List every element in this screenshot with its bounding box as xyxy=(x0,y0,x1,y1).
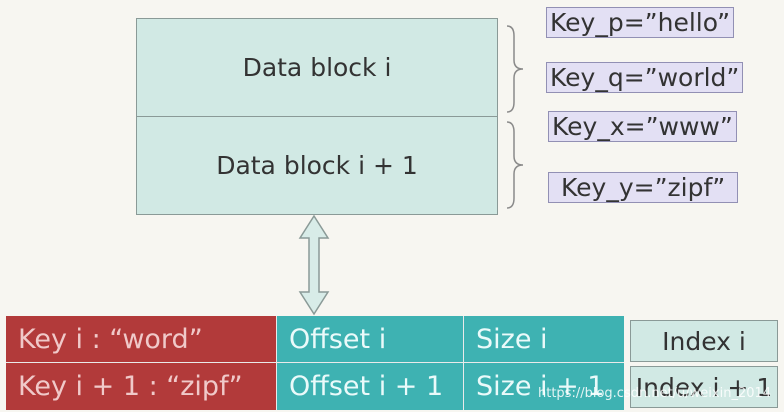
watermark: https://blog.csdn.net/u/weixin_2014 xyxy=(538,386,771,401)
data-block-i-plus-1-label: Data block i + 1 xyxy=(216,151,418,180)
key-q-label: Key_q=”world” xyxy=(546,62,744,93)
data-block-i-plus-1: Data block i + 1 xyxy=(136,116,498,215)
watermark-text: https://blog.csdn.net/u/weixin_2014 xyxy=(538,386,772,401)
index-key-cell-1: Key i + 1 : “zipf” xyxy=(6,363,277,410)
index-offset-text-1: Offset i + 1 xyxy=(289,371,444,402)
key-p-label: Key_p=”hello” xyxy=(546,7,735,38)
index-offset-text-0: Offset i xyxy=(289,323,387,355)
index-offset-cell-1: Offset i + 1 xyxy=(277,363,464,410)
index-block-i-plus-1: Index i + 1 xyxy=(630,366,778,408)
index-size-text-0: Size i xyxy=(476,323,548,355)
key-y-label: Key_y=”zipf” xyxy=(548,172,739,203)
key-x-text: Key_x=”www” xyxy=(552,112,733,141)
index-size-cell-1: Size i + 1 xyxy=(464,363,624,410)
index-offset-cell-0: Offset i xyxy=(277,316,464,363)
brace-upper xyxy=(506,25,524,113)
brace-lower xyxy=(506,121,524,209)
index-key-text-1: Key i + 1 : “zipf” xyxy=(18,371,243,402)
index-size-text-1: Size i + 1 xyxy=(476,371,605,402)
key-q-text: Key_q=”world” xyxy=(550,63,740,92)
index-block-i-plus-1-text: Index i + 1 xyxy=(635,372,773,402)
key-x-label: Key_x=”www” xyxy=(548,111,737,142)
index-block-i-text: Index i xyxy=(662,326,746,356)
key-p-text: Key_p=”hello” xyxy=(550,8,731,37)
index-key-text-0: Key i : “word” xyxy=(18,323,203,355)
data-block-i-label: Data block i xyxy=(242,53,392,82)
index-key-cell-0: Key i : “word” xyxy=(6,316,277,363)
index-block-i: Index i xyxy=(630,320,778,362)
data-block-i: Data block i xyxy=(136,18,498,117)
index-size-cell-0: Size i xyxy=(464,316,624,363)
double-arrow-icon xyxy=(298,214,330,316)
key-y-text: Key_y=”zipf” xyxy=(561,173,726,202)
